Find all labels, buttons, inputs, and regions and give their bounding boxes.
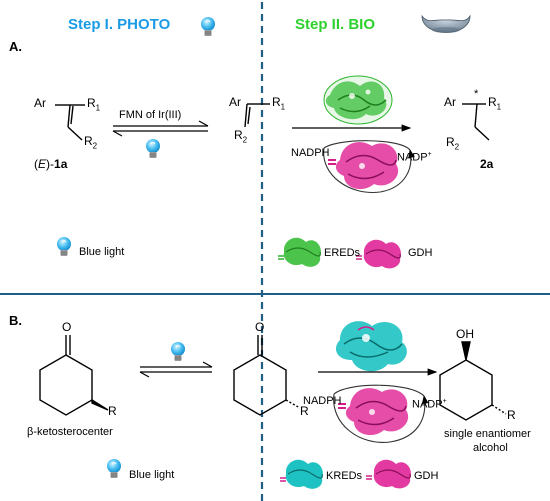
- r2-group: R2: [234, 128, 248, 145]
- cofactor-nadph: NADPH: [303, 395, 342, 407]
- substrate-label-b: β-ketosterocenter: [27, 426, 113, 438]
- ereds-label: EREDs: [324, 247, 361, 259]
- light-bulb-icon: [106, 458, 122, 479]
- carbonyl-oxygen: O: [255, 320, 265, 334]
- r-group: R: [300, 404, 309, 418]
- substrate-label-1a: (E)-1a: [34, 157, 68, 171]
- ered-enzyme-icon: [323, 75, 393, 125]
- kred-legend-icon: [280, 459, 323, 489]
- cofactor-nadph: NADPH: [291, 147, 330, 159]
- product-2a-bonds: [462, 103, 490, 141]
- product-label-line-1: single enantiomer: [444, 428, 531, 440]
- gdh-enzyme-icon: [328, 142, 399, 190]
- product-label-line-2: alcohol: [473, 442, 508, 454]
- cofactor-cycle-a: [323, 140, 415, 194]
- aryl-group: Ar: [229, 95, 241, 109]
- protein-binding-cup-icon: [421, 14, 471, 33]
- light-bulb-icon: [56, 236, 72, 257]
- blue-light-label: Blue light: [79, 246, 125, 258]
- r-group: R: [108, 404, 117, 418]
- r1-group: R1: [488, 95, 502, 112]
- r2-group: R2: [84, 134, 98, 151]
- alcohol-product-bonds: [439, 341, 507, 421]
- equilibrium-arrow-a: [112, 120, 209, 137]
- panel-a-label: A.: [9, 39, 22, 54]
- substrate-1a-bonds: [55, 104, 85, 141]
- hydroxyl-group: OH: [456, 327, 474, 341]
- gdh-legend-icon: [356, 239, 401, 269]
- substrate-z-bonds: [244, 103, 270, 128]
- step-2-title: Step II. BIO: [295, 16, 376, 33]
- gdh-enzyme-icon: [338, 388, 409, 436]
- ketone-racemized-bonds: [233, 335, 301, 416]
- light-bulb-icon: [200, 16, 216, 37]
- light-bulb-icon: [170, 341, 186, 362]
- blue-light-label: Blue light: [129, 469, 175, 481]
- kred-enzyme-icon: [336, 321, 407, 372]
- step-1-title: Step I. PHOTO: [68, 16, 171, 33]
- carbonyl-oxygen: O: [62, 320, 72, 334]
- equilibrium-arrow-b: [139, 361, 213, 378]
- cofactor-nadp: NADP+: [397, 151, 432, 164]
- light-bulb-icon: [145, 138, 161, 159]
- panel-b-label: B.: [9, 313, 22, 328]
- r1-group: R1: [87, 96, 101, 113]
- cofactor-cycle-b: [333, 384, 429, 443]
- gdh-label: GDH: [414, 470, 439, 482]
- aryl-group: Ar: [34, 96, 46, 110]
- kreds-label: KREDs: [326, 470, 363, 482]
- ered-legend-icon: [278, 237, 321, 267]
- aryl-group: Ar: [444, 95, 456, 109]
- r-group: R: [507, 408, 516, 422]
- ketone-substrate-bonds: [39, 335, 109, 416]
- stereocenter-star: *: [474, 88, 479, 100]
- gdh-legend-icon: [366, 459, 411, 489]
- r1-group: R1: [272, 95, 286, 112]
- product-label-2a: 2a: [480, 157, 494, 171]
- r2-group: R2: [446, 135, 460, 152]
- cofactor-nadp: NADP+: [412, 398, 447, 411]
- catalyst-label: FMN of Ir(III): [119, 109, 182, 121]
- gdh-label: GDH: [408, 247, 433, 259]
